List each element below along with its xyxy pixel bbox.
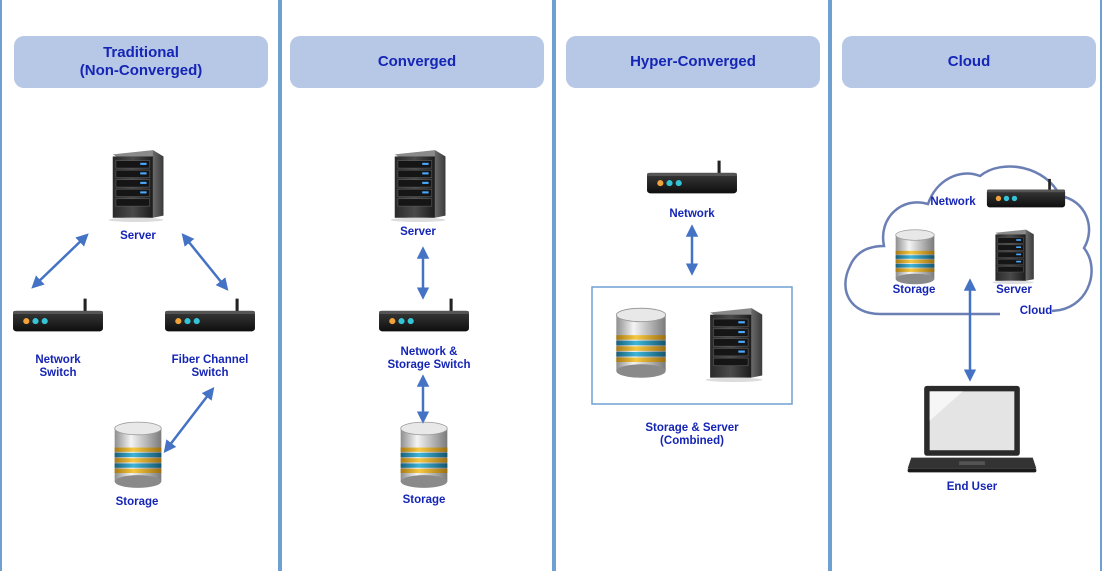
header-converged: Converged: [290, 36, 544, 88]
network-icon: [986, 178, 1066, 208]
label-network: Network: [930, 196, 976, 208]
label-server: Server: [996, 284, 1032, 296]
label-fiber-channel-switch: Fiber Channel Switch: [171, 354, 249, 379]
label-storage: Storage: [402, 494, 446, 506]
connection-arrows: [31, 233, 229, 453]
storage-icon: [400, 421, 448, 489]
header-cloud: Cloud: [842, 36, 1096, 88]
panel-converged: [280, 0, 554, 571]
cloud-outline: [844, 165, 1093, 316]
laptop-icon: [907, 385, 1037, 473]
header-hyper-converged: Hyper-Converged: [566, 36, 820, 88]
server-icon: [705, 307, 763, 382]
fiber-channel-switch-icon: [165, 298, 255, 332]
panel-traditional: [0, 0, 280, 571]
network-icon: [647, 160, 737, 194]
label-storage: Storage: [115, 496, 159, 508]
label-network-storage-switch: Network & Storage Switch: [387, 346, 471, 371]
header-traditional: Traditional (Non-Converged): [14, 36, 268, 88]
server-icon: [107, 149, 165, 222]
network-storage-switch-icon: [379, 298, 469, 332]
panel-hyper-converged: [554, 0, 830, 571]
label-cloud: Cloud: [1019, 305, 1053, 317]
storage-icon: [114, 421, 162, 489]
server-icon: [389, 149, 447, 222]
label-server: Server: [120, 230, 156, 242]
label-storage-server: Storage & Server (Combined): [645, 422, 739, 447]
label-network-switch: Network Switch: [35, 354, 81, 379]
storage-icon: [615, 307, 667, 379]
label-end-user: End User: [946, 481, 998, 493]
panel-cloud: [830, 0, 1102, 571]
label-storage: Storage: [892, 284, 936, 296]
label-network: Network: [669, 208, 715, 220]
network-switch-icon: [13, 298, 103, 332]
label-server: Server: [400, 226, 436, 238]
server-icon: [991, 229, 1035, 284]
combined-box: [591, 286, 793, 405]
storage-icon: [895, 229, 935, 285]
